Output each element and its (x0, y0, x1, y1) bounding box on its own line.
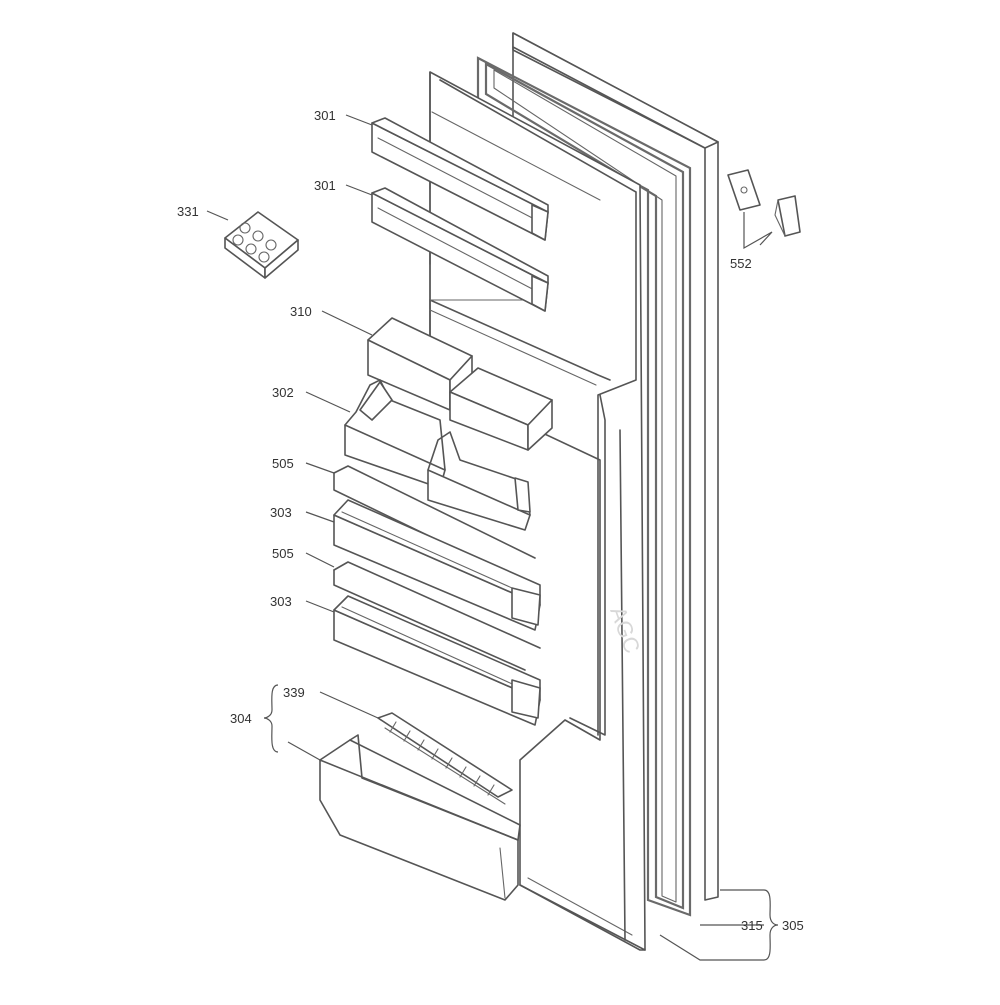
label-gasket-315: 315 (741, 918, 763, 933)
leader-lines (206, 114, 779, 961)
shelf-301-top (371, 117, 549, 241)
small-bin-302-left (344, 379, 446, 489)
retaining-bar-505-lower (333, 561, 541, 671)
shelf-303-upper (333, 499, 541, 631)
bottle-divider-339 (377, 712, 513, 805)
label-shelf-301-second: 301 (314, 178, 336, 193)
label-hinge-552: 552 (730, 256, 752, 271)
shelf-301-second (371, 187, 549, 312)
label-bottle-divider-339: 339 (283, 685, 305, 700)
shelf-303-lower (333, 595, 541, 726)
label-egg-tray-331: 331 (177, 204, 199, 219)
label-door-assembly-305: 305 (782, 918, 804, 933)
bottle-rack-304 (319, 734, 521, 901)
label-dairy-lid-310: 310 (290, 304, 312, 319)
hinge-parts-552 (727, 169, 801, 237)
label-shelf-301-top: 301 (314, 108, 336, 123)
egg-tray-331 (224, 211, 299, 279)
label-bar-505-lower: 505 (272, 546, 294, 561)
label-bar-505-upper: 505 (272, 456, 294, 471)
dairy-lid-310 (367, 317, 553, 451)
small-bin-302-right (427, 431, 531, 531)
label-shelf-303-upper: 303 (270, 505, 292, 520)
label-small-bins-302: 302 (272, 385, 294, 400)
door-outer-panel (512, 32, 719, 901)
label-bottle-group-304: 304 (230, 711, 252, 726)
label-shelf-303-lower: 303 (270, 594, 292, 609)
callout-labels: 301 301 331 552 310 302 505 303 505 303 … (177, 108, 804, 933)
